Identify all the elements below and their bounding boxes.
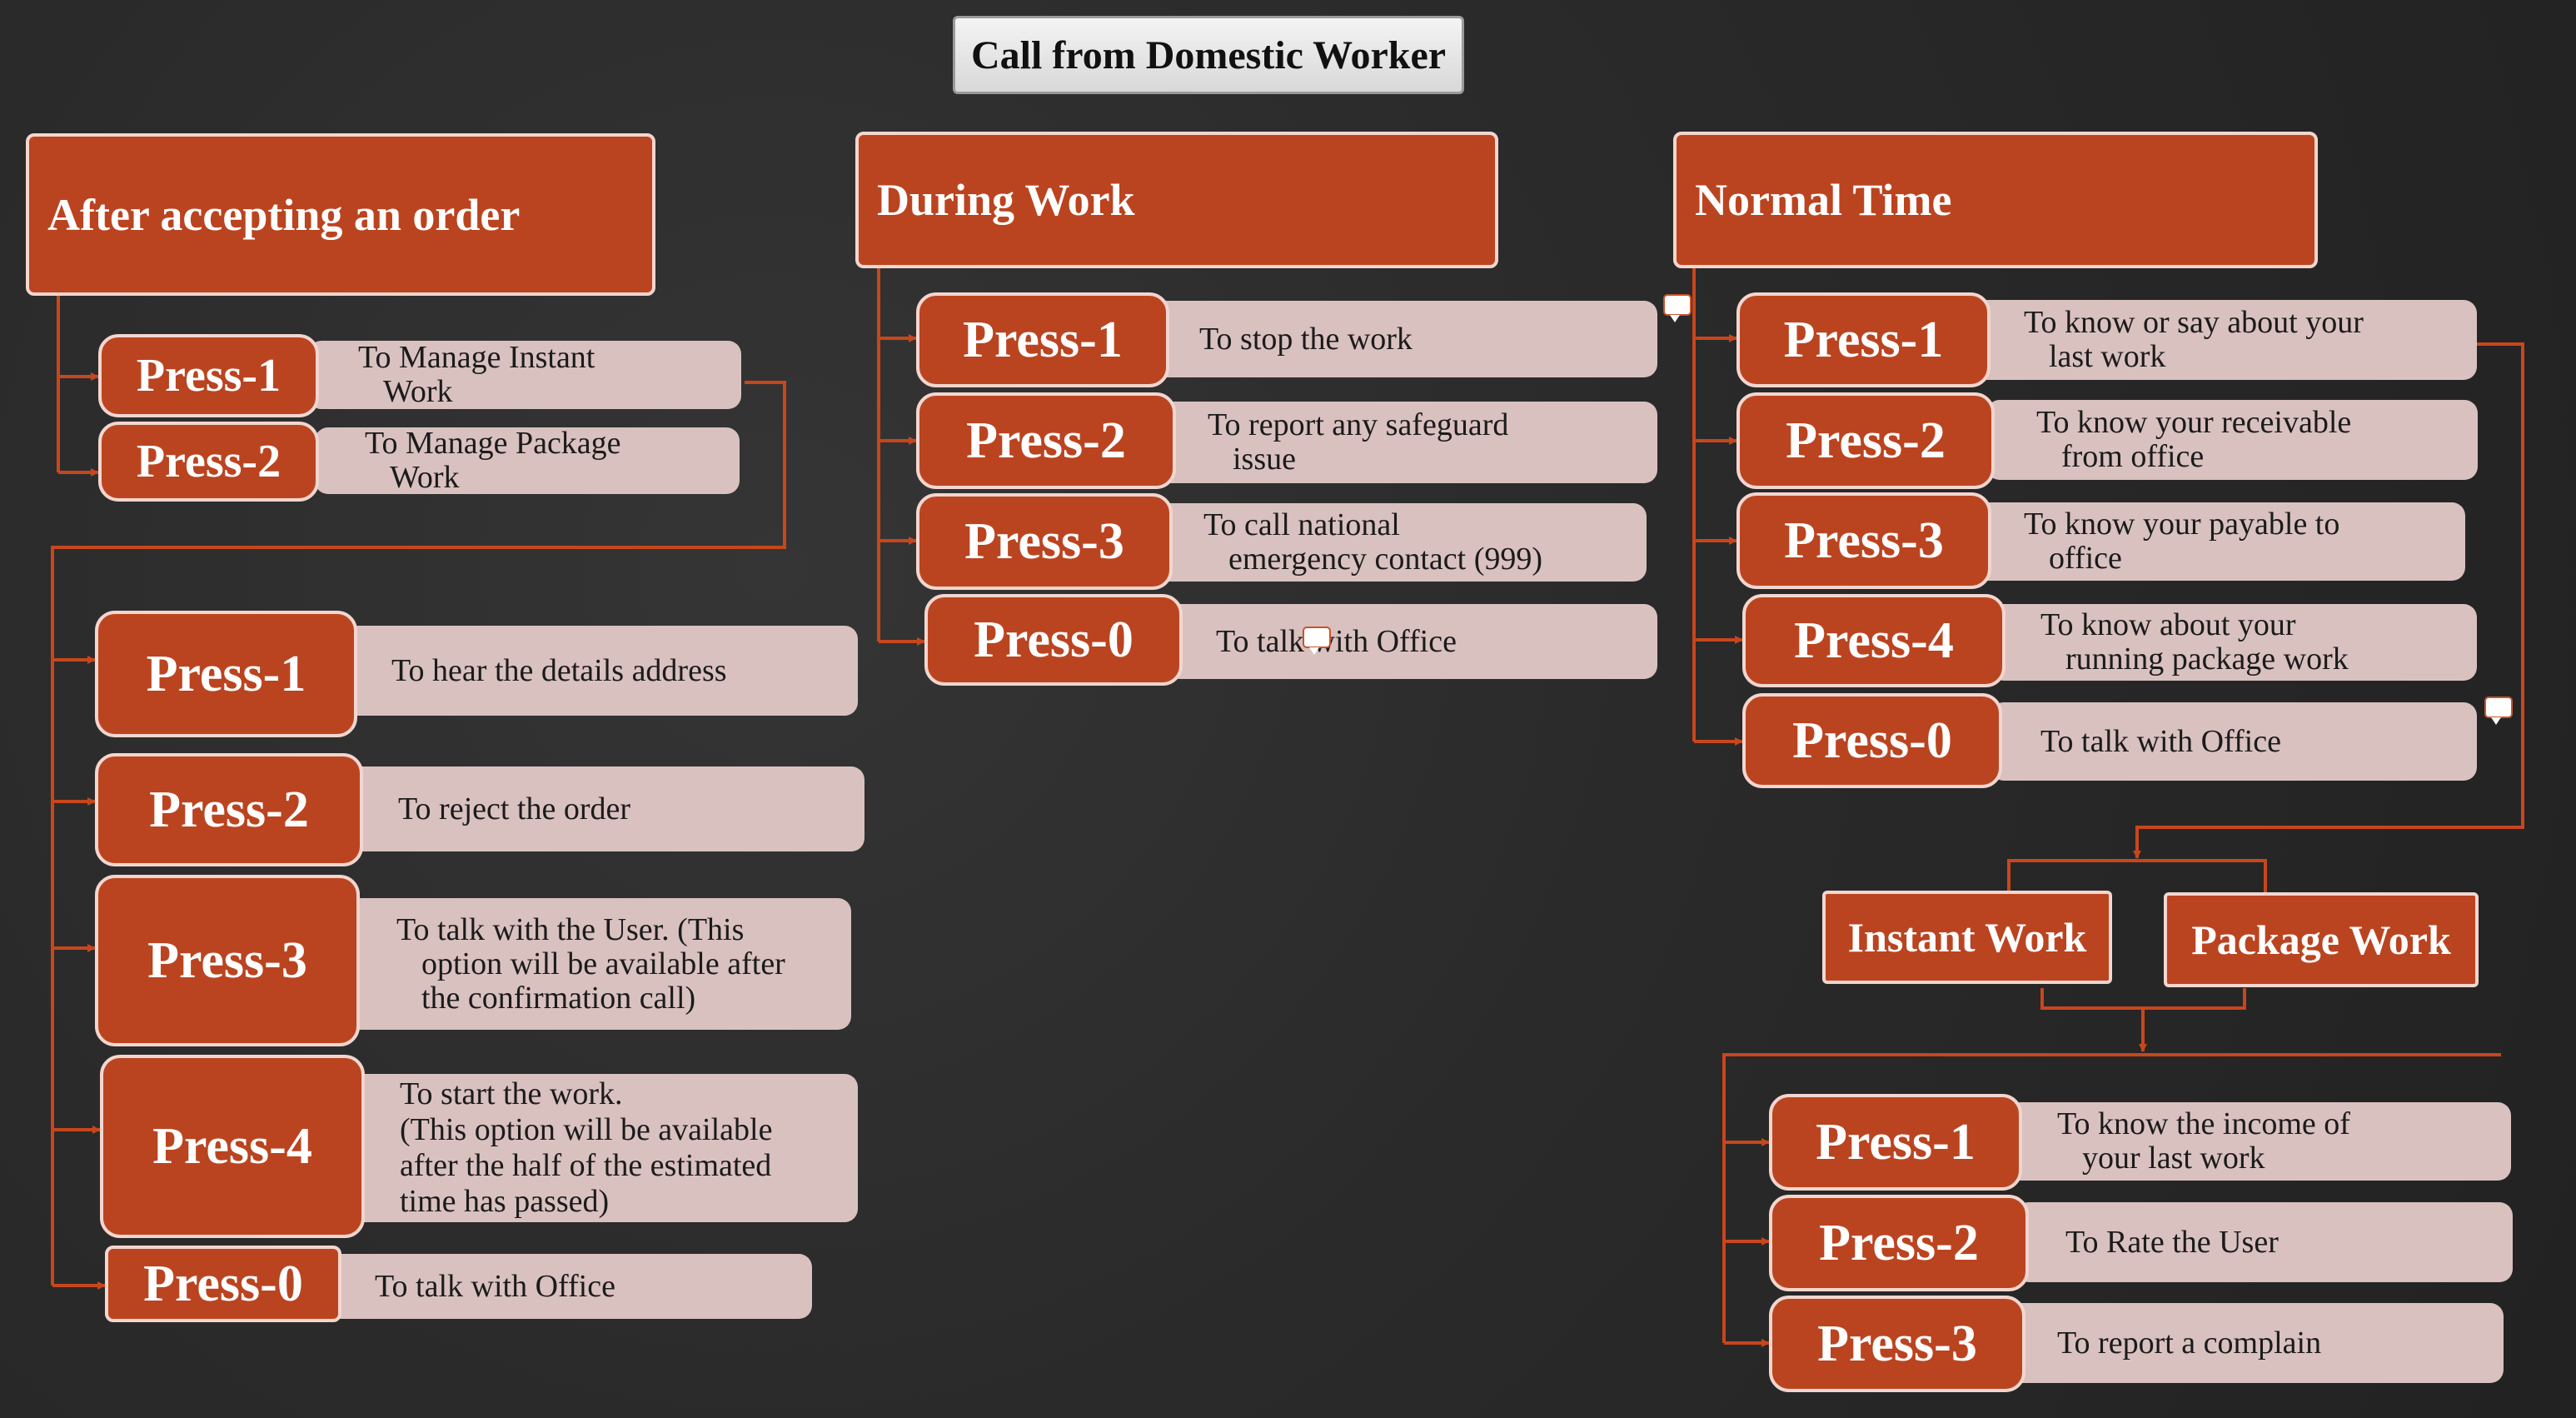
press-1-during[interactable]: Press-1 xyxy=(916,292,1169,387)
press-4-after[interactable]: Press-4 xyxy=(100,1055,365,1238)
press-1-sub[interactable]: Press-1 xyxy=(1769,1094,2022,1191)
press-3-after[interactable]: Press-3 xyxy=(95,875,360,1046)
desc-after-2: To reject the order xyxy=(348,766,864,851)
category-instant-work[interactable]: Instant Work xyxy=(1822,891,2112,984)
press-1-after-top[interactable]: Press-1 xyxy=(98,334,319,417)
desc-normal-4: To know about your running package work xyxy=(1991,604,2477,681)
press-1-after[interactable]: Press-1 xyxy=(95,611,357,737)
desc-normal-1: To know or say about your last work xyxy=(1974,300,2477,380)
desc-sub-3: To report a complain xyxy=(2007,1303,2504,1383)
press-2-after[interactable]: Press-2 xyxy=(95,753,363,866)
press-2-after-top[interactable]: Press-2 xyxy=(98,422,319,502)
press-4-normal[interactable]: Press-4 xyxy=(1742,594,2005,687)
desc-during-2: To report any safeguard issue xyxy=(1158,402,1657,483)
desc-during-3: To call national emergency contact (999) xyxy=(1153,503,1647,582)
desc-normal-0: To talk with Office xyxy=(1991,702,2477,781)
press-3-normal[interactable]: Press-3 xyxy=(1736,492,1991,589)
press-3-sub[interactable]: Press-3 xyxy=(1769,1296,2025,1392)
press-2-during[interactable]: Press-2 xyxy=(916,392,1176,489)
desc-during-1: To stop the work xyxy=(1149,301,1657,377)
desc-sub-1: To know the income of your last work xyxy=(2007,1102,2511,1181)
desc-after-top-2: To Manage Package Work xyxy=(315,427,740,495)
desc-after-1: To hear the details address xyxy=(341,626,858,716)
header-during-work: During Work xyxy=(855,132,1498,268)
comment-icon xyxy=(1663,294,1692,322)
press-2-normal[interactable]: Press-2 xyxy=(1736,392,1995,489)
press-0-during[interactable]: Press-0 xyxy=(924,594,1183,686)
desc-after-3: To talk with the User. (This option will… xyxy=(346,898,851,1030)
desc-after-top-1: To Manage Instant Work xyxy=(308,341,741,409)
desc-during-0: To talk with Office xyxy=(1166,604,1657,679)
press-0-normal[interactable]: Press-0 xyxy=(1742,693,2002,788)
desc-after-0: To talk with Office xyxy=(325,1254,812,1319)
press-1-normal[interactable]: Press-1 xyxy=(1736,292,1991,387)
comment-icon xyxy=(2484,697,2513,725)
category-package-work[interactable]: Package Work xyxy=(2164,892,2479,987)
desc-sub-2: To Rate the User xyxy=(2015,1202,2513,1282)
comment-icon xyxy=(1303,627,1331,655)
header-normal-time: Normal Time xyxy=(1673,132,2318,268)
diagram-title: Call from Domestic Worker xyxy=(953,16,1464,94)
header-after-accepting-order: After accepting an order xyxy=(26,133,655,296)
press-3-during[interactable]: Press-3 xyxy=(916,493,1173,590)
desc-after-4: To start the work. (This option will be … xyxy=(350,1074,858,1222)
press-2-sub[interactable]: Press-2 xyxy=(1769,1195,2029,1291)
press-0-after[interactable]: Press-0 xyxy=(105,1246,341,1322)
desc-normal-2: To know your receivable from office xyxy=(1986,400,2478,480)
desc-normal-3: To know your payable to office xyxy=(1974,502,2465,581)
